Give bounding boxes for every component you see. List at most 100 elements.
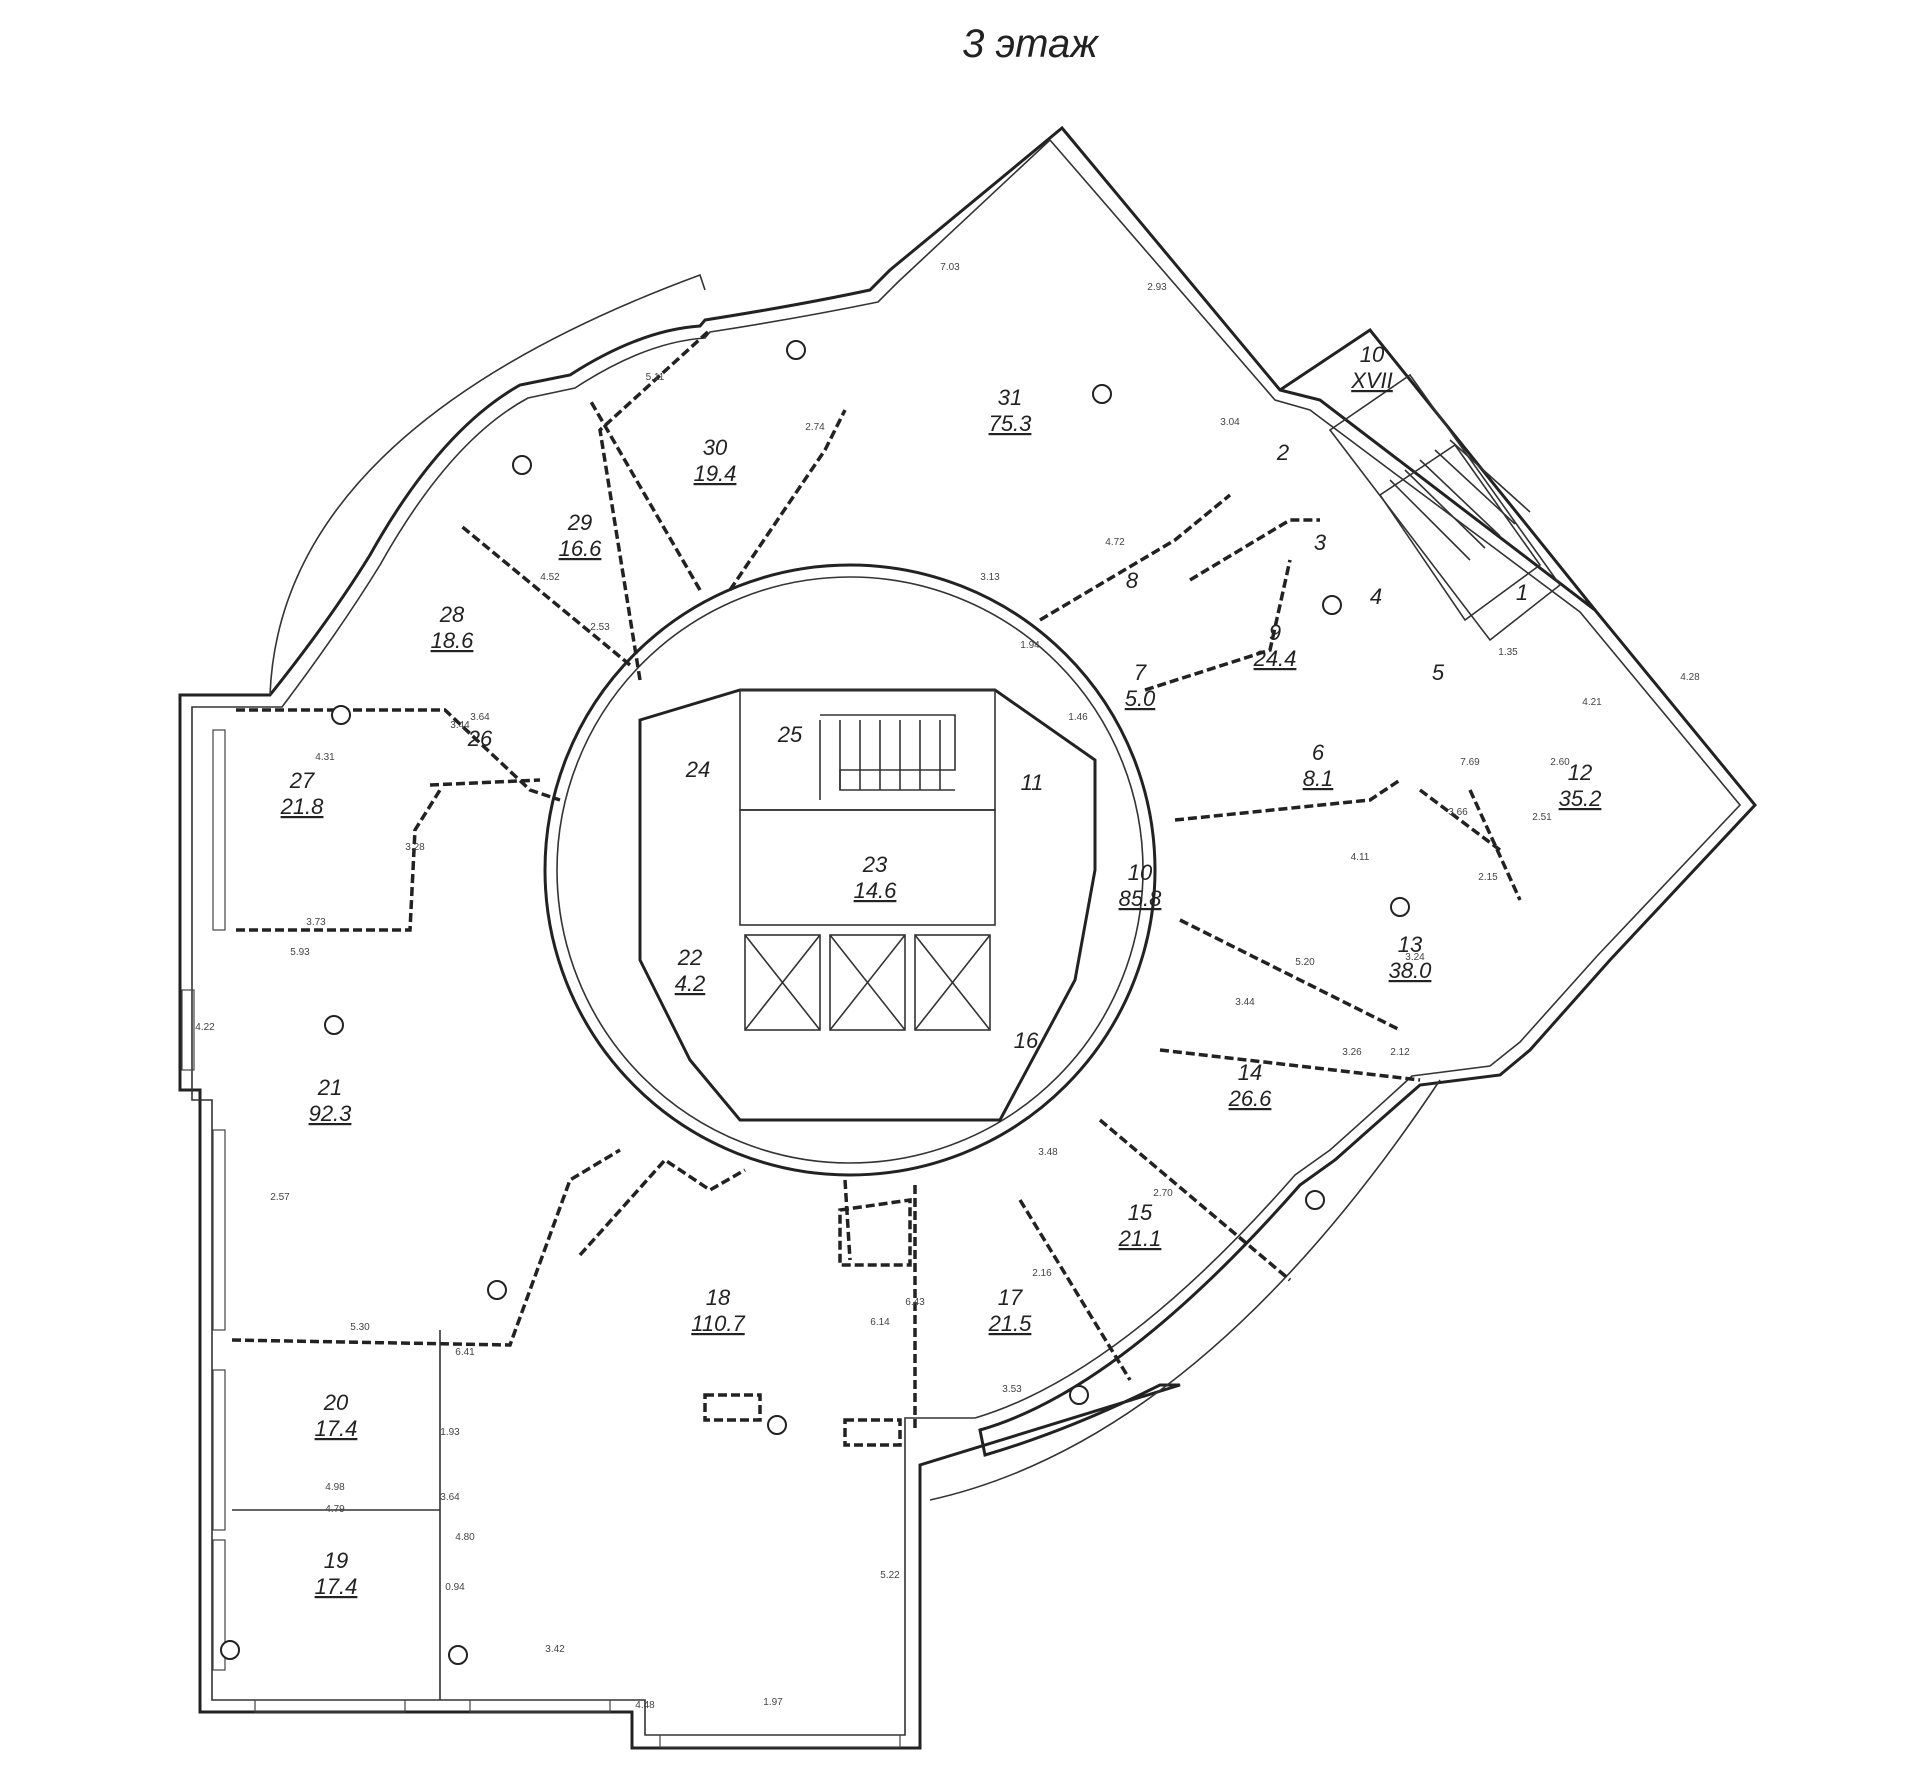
dimension-label: 4.31 (315, 752, 335, 763)
room-number-7: 7 (1134, 660, 1147, 685)
room-area-13: 38.0 (1389, 958, 1433, 983)
dimension-label: 4.80 (455, 1532, 475, 1543)
dimension-label: 7.69 (1460, 757, 1480, 768)
dimension-label: 2.70 (1153, 1188, 1173, 1199)
room-area-21: 92.3 (309, 1101, 353, 1126)
dimension-label: 2.57 (270, 1192, 290, 1203)
dimension-label: 3.64 (440, 1492, 460, 1503)
dimension-label: 5.93 (290, 947, 310, 958)
room-number-22: 22 (677, 945, 702, 970)
room-number-12: 12 (1568, 760, 1592, 785)
dimension-label: 1.93 (440, 1427, 460, 1438)
room-number-5: 5 (1432, 660, 1445, 685)
room-area-19: 17.4 (315, 1574, 358, 1599)
dimension-label: 1.35 (1498, 647, 1518, 658)
dimension-label: 3.48 (1038, 1147, 1058, 1158)
dimension-label: 3.44 (1235, 997, 1255, 1008)
room-number-14: 14 (1238, 1060, 1262, 1085)
dimension-label: 3.13 (980, 572, 1000, 583)
stair-tower (1279, 327, 1597, 642)
room-number-2: 2 (1276, 440, 1289, 465)
dimension-label: 2.51 (1532, 812, 1552, 823)
room-number-15: 15 (1128, 1200, 1153, 1225)
room-number-23: 23 (862, 852, 888, 877)
room-number-18: 18 (706, 1285, 731, 1310)
dimension-label: 3.24 (1405, 952, 1425, 963)
room-area-14: 26.6 (1228, 1086, 1273, 1111)
room-number-17: 17 (998, 1285, 1023, 1310)
dimension-label: 4.28 (1680, 672, 1700, 683)
room-number-27: 27 (289, 768, 315, 793)
dimension-label: 1.97 (763, 1697, 783, 1708)
dimension-label: 5.20 (1295, 957, 1315, 968)
dimension-label: 2.53 (590, 622, 610, 633)
dimension-label: 4.98 (325, 1482, 345, 1493)
room-number-20: 20 (323, 1390, 349, 1415)
dimension-label: 6.43 (905, 1297, 925, 1308)
dimension-label: 4.22 (195, 1022, 215, 1033)
dimension-label: 5.30 (350, 1322, 370, 1333)
room-area-18: 110.7 (691, 1311, 745, 1336)
room-number-25: 25 (777, 722, 803, 747)
dimension-label: 3.53 (1002, 1384, 1022, 1395)
room-area-28: 18.6 (431, 628, 475, 653)
dimension-label: 2.16 (1032, 1268, 1052, 1279)
room-number-24: 24 (685, 757, 710, 782)
central-hall (543, 563, 1157, 1177)
room-number-4: 4 (1370, 584, 1382, 609)
room-19-20-walls (232, 1330, 441, 1700)
room-number-16: 16 (1014, 1028, 1039, 1053)
room-area-17: 21.5 (988, 1311, 1033, 1336)
dimension-label: 3.44 (450, 720, 470, 731)
dimension-label: 4.11 (1351, 852, 1370, 863)
room-number-11: 11 (1021, 770, 1044, 795)
room-area-15: 21.1 (1118, 1226, 1162, 1251)
room-number-32: 10 (1360, 342, 1385, 367)
dimension-label: 3.42 (545, 1644, 565, 1655)
exterior-walls (178, 125, 1757, 1750)
dimension-label: 5.11 (646, 372, 665, 383)
dimension-label: 1.46 (1068, 712, 1088, 723)
dimension-label: 3.66 (1448, 807, 1468, 818)
room-area-10: 85.8 (1119, 886, 1163, 911)
room-number-21: 21 (317, 1075, 342, 1100)
dimension-label: 2.93 (1147, 282, 1167, 293)
dimension-label: 4.48 (635, 1700, 655, 1711)
room-area-27: 21.8 (280, 794, 325, 819)
dimension-label: 6.41 (455, 1347, 475, 1358)
room-number-9: 9 (1269, 620, 1281, 645)
room-number-19: 19 (324, 1548, 348, 1573)
dimension-label: 2.12 (1390, 1047, 1410, 1058)
dimension-label: 2.60 (1550, 757, 1570, 768)
floor-title: 3 этаж (962, 22, 1098, 66)
dimension-label: 4.79 (325, 1504, 345, 1515)
room-area-12: 35.2 (1559, 786, 1602, 811)
room-area-20: 17.4 (315, 1416, 358, 1441)
room-number-26: 26 (467, 726, 493, 751)
columns (220, 340, 1410, 1665)
room-number-30: 30 (703, 435, 728, 460)
room-number-3: 3 (1314, 530, 1327, 555)
dimension-label: 0.94 (445, 1582, 465, 1593)
room-area-31: 75.3 (989, 411, 1033, 436)
room-number-10: 10 (1128, 860, 1153, 885)
dimension-label: 3.64 (470, 712, 490, 723)
room-number-13: 13 (1398, 932, 1423, 957)
dimension-label: 7.03 (940, 262, 960, 273)
room-number-28: 28 (439, 602, 465, 627)
room-area-23: 14.6 (854, 878, 898, 903)
room-number-31: 31 (998, 385, 1022, 410)
room-area-6: 8.1 (1303, 766, 1334, 791)
dimension-label: 3.26 (1342, 1047, 1362, 1058)
dimension-label: 6.14 (870, 1317, 890, 1328)
dimension-label: 1.94 (1020, 640, 1040, 651)
dimension-label: 4.72 (1105, 537, 1125, 548)
dimension-label: 2.74 (805, 422, 825, 433)
room-number-6: 6 (1312, 740, 1325, 765)
dimension-label: 5.22 (880, 1570, 900, 1581)
room-area-30: 19.4 (694, 461, 737, 486)
room-area-29: 16.6 (559, 536, 603, 561)
dimension-label: 3.28 (405, 842, 425, 853)
